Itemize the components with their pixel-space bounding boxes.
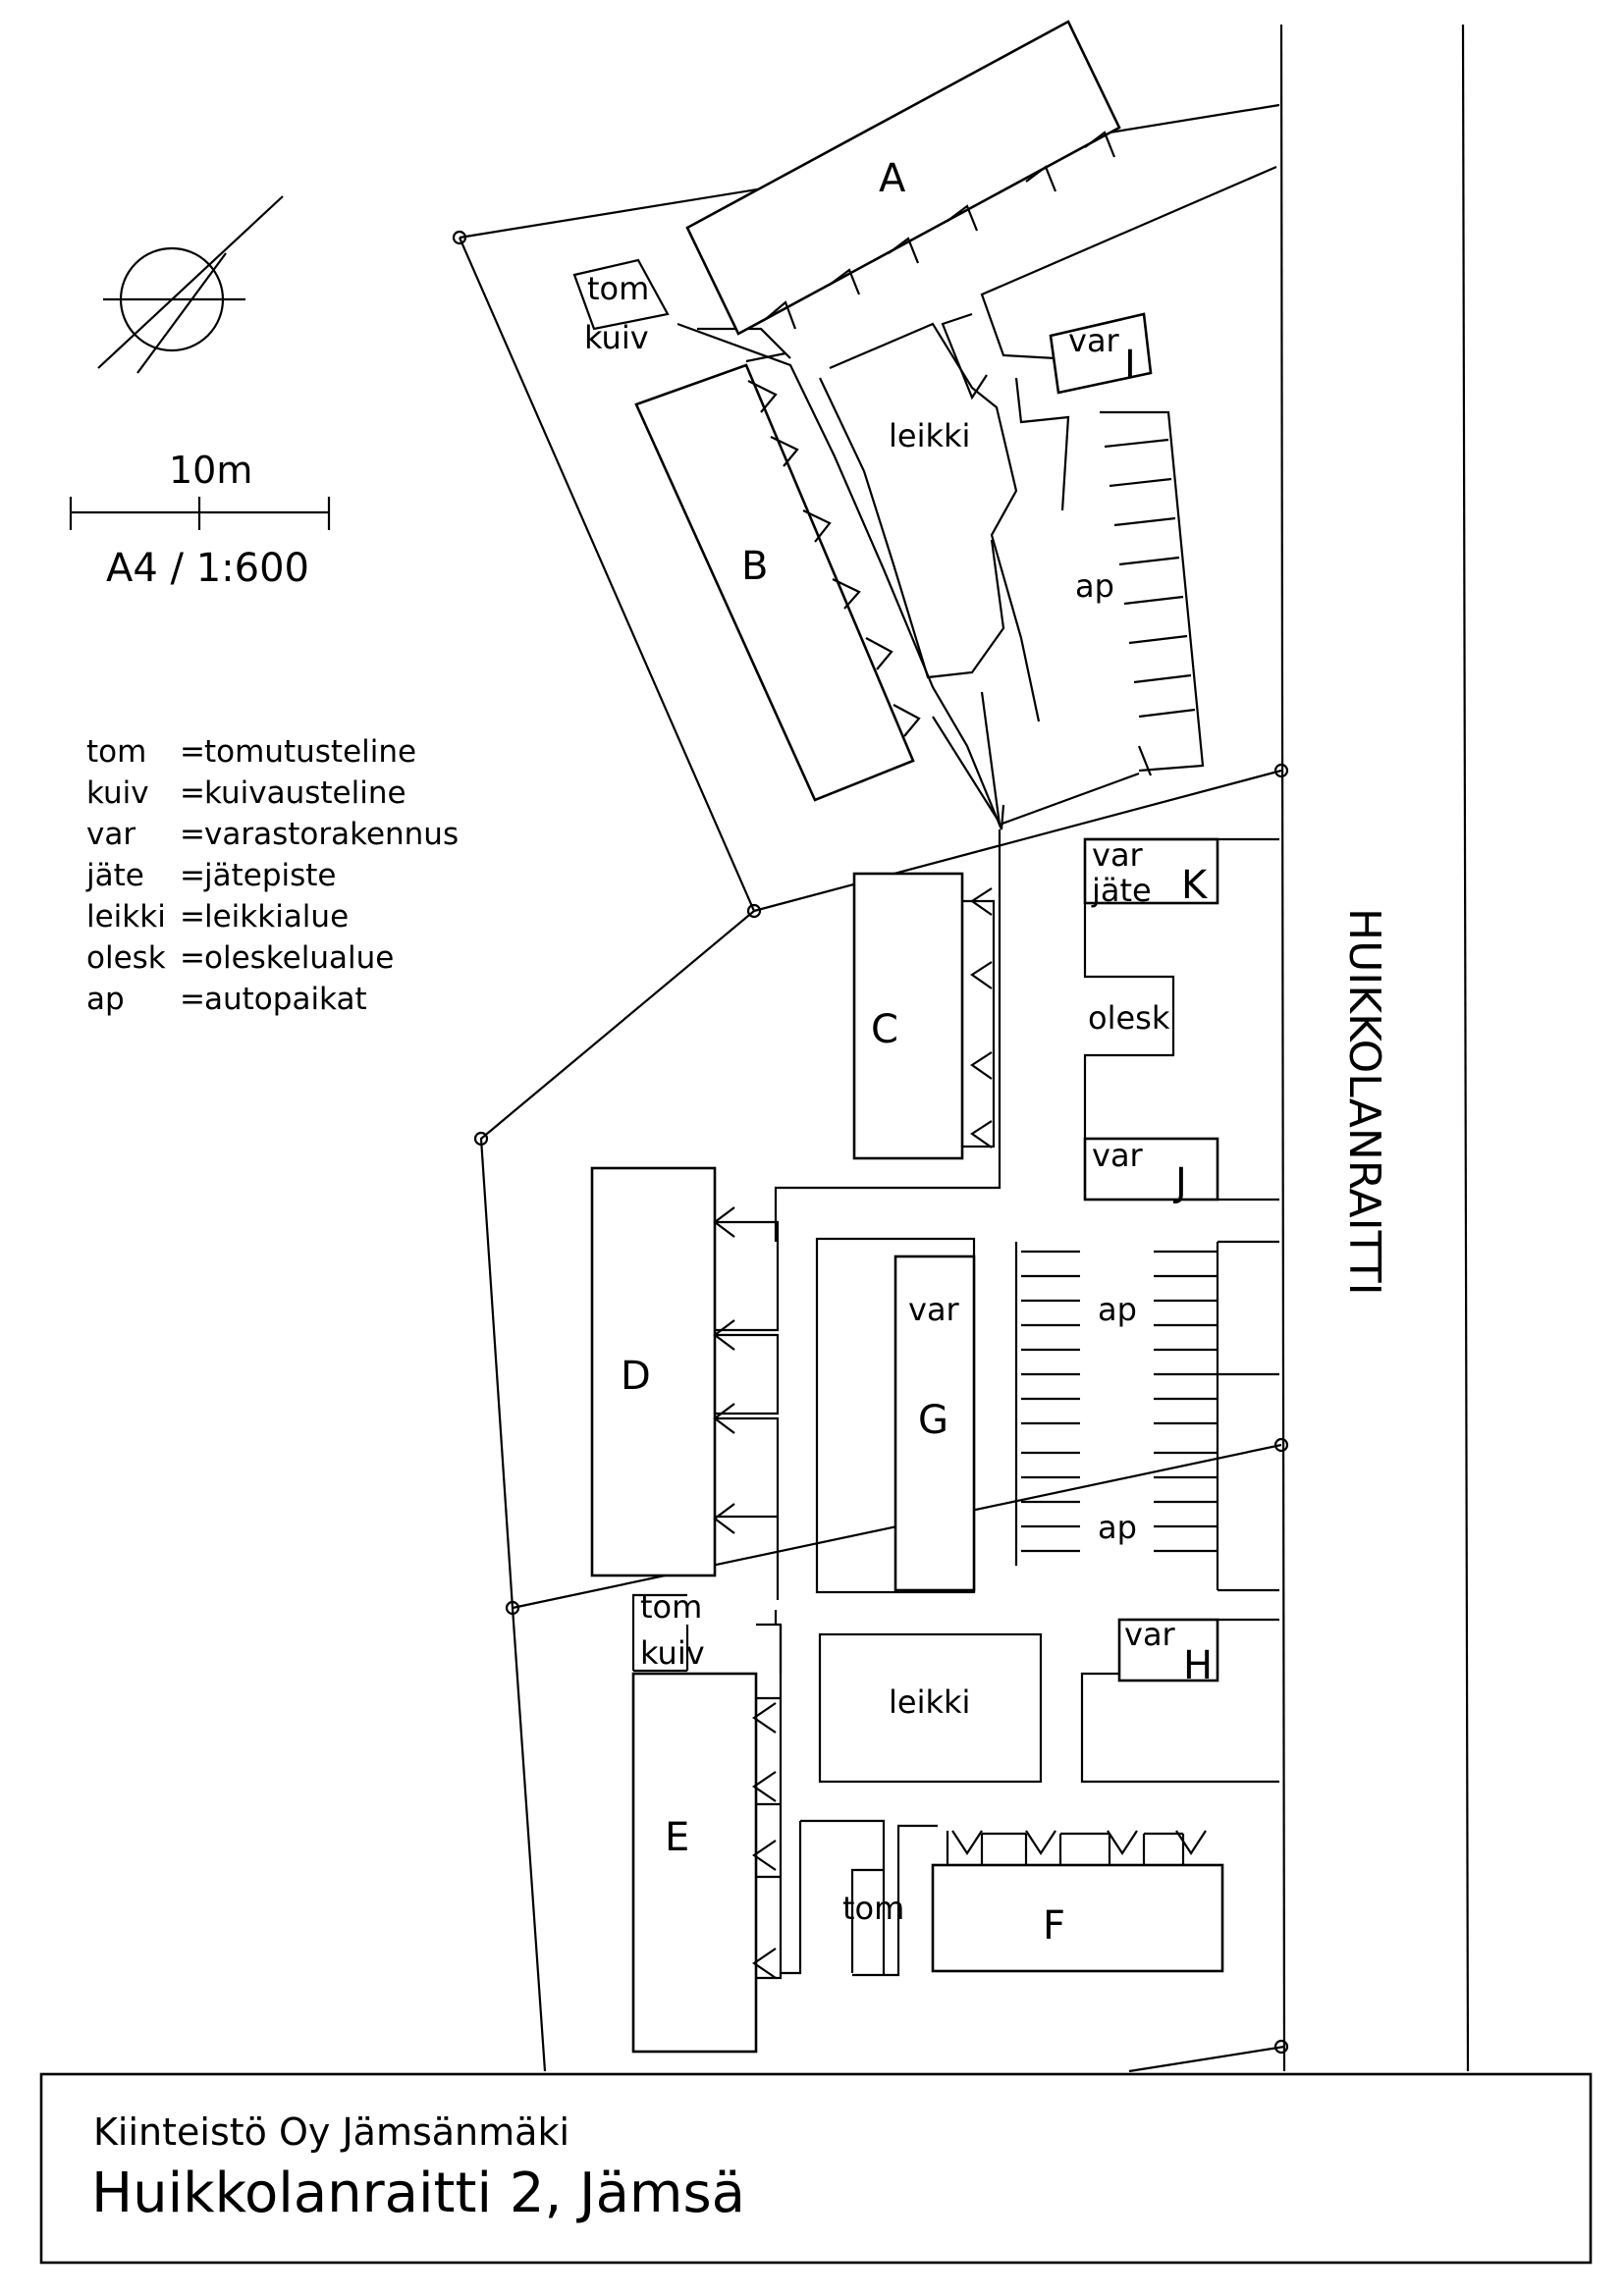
building-e: E	[631, 1610, 886, 2054]
legend-meaning: varastorakennus	[204, 817, 459, 852]
label-tom: tom	[640, 1588, 702, 1626]
label-kuiv: kuiv	[640, 1634, 705, 1672]
drying-rack-south: tom kuiv	[631, 1588, 705, 1673]
label-leikki: leikki	[889, 1683, 970, 1721]
label-var: var	[1124, 1616, 1176, 1653]
building-a: A	[685, 20, 1121, 336]
building-d: D	[590, 1166, 780, 1600]
boundary-point	[505, 1600, 520, 1616]
road-name: HUIKKOLANRAITTI	[1339, 908, 1389, 1296]
building-g: var G	[815, 1237, 976, 1594]
legend-sep: =	[180, 775, 205, 811]
site-address: Huikkolanraitti 2, Jämsä	[91, 2162, 745, 2225]
building-label-b: B	[741, 544, 768, 589]
drying-rack-north: tom kuiv	[572, 258, 670, 356]
north-arrow-icon	[97, 195, 284, 374]
building-label-g: G	[918, 1398, 948, 1443]
legend-sep: =	[180, 982, 205, 1017]
label-ap: ap	[1098, 1291, 1137, 1328]
label-leikki: leikki	[889, 417, 970, 454]
legend-abbr: olesk	[86, 940, 166, 976]
building-label-d: D	[621, 1354, 651, 1399]
boundary-point	[452, 230, 467, 245]
legend-meaning: oleskelualue	[204, 940, 394, 976]
lounge-area: olesk	[1083, 837, 1279, 1139]
label-var: var	[1068, 322, 1120, 359]
storage-i: var I	[1049, 312, 1153, 395]
walkways	[677, 165, 1277, 830]
storage-h: var H	[1080, 1616, 1279, 1784]
building-label-h: H	[1183, 1643, 1213, 1688]
road-label: HUIKKOLANRAITTI	[1339, 908, 1389, 1296]
parking-south: ap ap	[1014, 1240, 1279, 1592]
building-f: F	[931, 1830, 1224, 1973]
storage-j: var J	[1083, 1137, 1279, 1205]
legend-abbr: var	[86, 817, 135, 852]
legend-abbr: leikki	[86, 899, 166, 934]
building-label-c: C	[871, 1007, 898, 1052]
scale-bar: 10m A4 / 1:600	[69, 449, 331, 591]
beating-rack-south: tom	[842, 1824, 938, 1977]
label-jate: jäte	[1091, 872, 1152, 909]
label-ap: ap	[1075, 567, 1114, 605]
legend-sep: =	[180, 940, 205, 976]
parking-north	[1100, 410, 1205, 773]
legend-abbr: jäte	[85, 858, 144, 893]
legend-sep: =	[180, 734, 205, 770]
legend-sep: =	[180, 858, 205, 893]
building-c: C	[852, 872, 996, 1160]
building-label-k: K	[1181, 863, 1209, 908]
play-area-south: leikki	[818, 1632, 1043, 1784]
boundary-point	[1273, 1437, 1289, 1453]
building-b: B	[634, 363, 921, 802]
label-kuiv: kuiv	[584, 319, 649, 356]
legend-meaning: jätepiste	[203, 858, 337, 893]
building-label-a: A	[879, 156, 906, 201]
boundary-point	[473, 1131, 489, 1147]
label-tom: tom	[587, 270, 649, 307]
label-var: var	[1092, 836, 1144, 874]
building-label-f: F	[1043, 1903, 1065, 1949]
scale-format: A4 / 1:600	[106, 546, 309, 591]
play-area-north: leikki	[889, 417, 970, 454]
legend-sep: =	[180, 899, 205, 934]
legend-sep: =	[180, 817, 205, 852]
label-ap: ap	[1098, 1509, 1137, 1546]
legend: tom = tomutusteline kuiv = kuivausteline…	[85, 734, 459, 1017]
label-tom: tom	[842, 1890, 904, 1927]
label-var: var	[1092, 1137, 1144, 1174]
label-var: var	[908, 1291, 960, 1328]
legend-abbr: tom	[86, 734, 146, 770]
legend-meaning: autopaikat	[204, 982, 367, 1017]
boundary-point	[1273, 2039, 1289, 2055]
company-name: Kiinteistö Oy Jämsänmäki	[93, 2110, 569, 2154]
building-label-e: E	[665, 1815, 689, 1860]
scale-distance: 10m	[169, 449, 252, 492]
building-label-j: J	[1172, 1160, 1187, 1205]
legend-abbr: ap	[86, 982, 125, 1017]
storage-k: var jäte K	[1083, 836, 1219, 909]
legend-meaning: kuivausteline	[204, 775, 406, 811]
boundary-point	[746, 903, 762, 919]
road-lines	[1128, 24, 1470, 2073]
legend-meaning: tomutusteline	[204, 734, 416, 770]
legend-meaning: leikkialue	[204, 899, 349, 934]
boundary-point	[1273, 763, 1289, 778]
title-block: Kiinteistö Oy Jämsänmäki Huikkolanraitti…	[39, 2072, 1593, 2265]
building-label-i: I	[1124, 343, 1136, 388]
legend-abbr: kuiv	[86, 775, 149, 811]
label-olesk: olesk	[1088, 999, 1170, 1037]
